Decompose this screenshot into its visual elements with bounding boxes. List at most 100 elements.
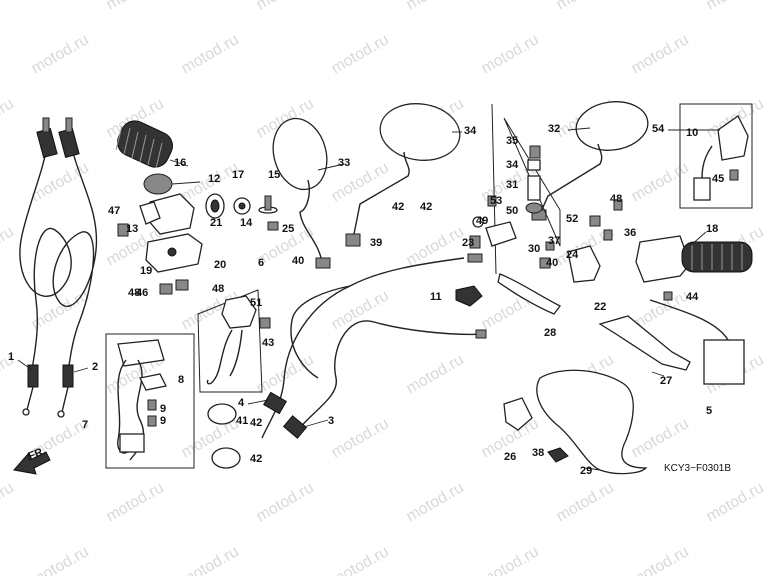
- part-label-31: 31: [506, 179, 518, 191]
- part-label-34: 34: [506, 159, 519, 171]
- watermark-text: motod.ru: [404, 351, 467, 397]
- part-label-13: 13: [126, 223, 138, 235]
- part-label-17: 17: [232, 169, 244, 181]
- watermark-text: motod.ru: [0, 0, 17, 13]
- part-label-38: 38: [532, 447, 544, 459]
- watermark-text: motod.ru: [629, 31, 692, 77]
- part-label-10: 10: [686, 127, 698, 139]
- watermark-text: motod.ru: [329, 415, 392, 461]
- watermark-text: motod.ru: [104, 0, 167, 13]
- part-label-7: 7: [82, 419, 88, 431]
- part-label-6: 6: [258, 257, 264, 269]
- watermark-text: motod.ru: [479, 31, 542, 77]
- watermark-text: motod.ru: [629, 159, 692, 205]
- part-label-53: 53: [490, 195, 502, 207]
- part-label-23: 23: [462, 237, 474, 249]
- part-label-41: 41: [236, 415, 248, 427]
- part-label-43: 43: [262, 337, 274, 349]
- watermark-text: motod.ru: [29, 31, 92, 77]
- part-label-11: 11: [430, 291, 442, 303]
- control-cables: [261, 253, 487, 439]
- part-label-1: 1: [8, 351, 14, 363]
- clutch-lever-assembly: [455, 103, 623, 315]
- mirrors: [345, 101, 649, 247]
- watermark-text: motod.ru: [704, 0, 767, 13]
- right-switch-wiring: [197, 289, 271, 469]
- watermark-text: motod.ru: [0, 95, 17, 141]
- part-label-34: 34: [464, 125, 477, 137]
- part-label-9: 9: [160, 415, 166, 427]
- part-label-8: 8: [178, 374, 184, 386]
- part-label-5: 5: [706, 405, 712, 417]
- part-label-44: 44: [686, 291, 699, 303]
- watermark-text: motod.ru: [629, 543, 692, 576]
- part-label-12: 12: [208, 173, 220, 185]
- part-label-27: 27: [660, 375, 672, 387]
- part-label-49: 49: [476, 215, 488, 227]
- part-label-14: 14: [240, 217, 253, 229]
- part-label-42: 42: [250, 453, 262, 465]
- part-label-3: 3: [328, 415, 334, 427]
- watermark-text: motod.ru: [254, 0, 317, 13]
- watermark-text: motod.ru: [554, 479, 617, 525]
- part-label-25: 25: [282, 223, 294, 235]
- part-label-52: 52: [566, 213, 578, 225]
- throttle-cables: [19, 117, 98, 418]
- part-label-33: 33: [338, 157, 350, 169]
- part-label-4: 4: [238, 397, 245, 409]
- watermark-text: motod.ru: [329, 543, 392, 576]
- diagram-code: KCY3−F0301B: [664, 463, 731, 474]
- front-direction-arrow: [13, 451, 51, 475]
- part-label-42: 42: [420, 201, 432, 213]
- part-label-37: 37: [548, 235, 560, 247]
- watermark-text: motod.ru: [29, 543, 92, 576]
- part-label-15: 15: [268, 169, 280, 181]
- watermark-text: motod.ru: [329, 287, 392, 333]
- part-label-54: 54: [652, 123, 665, 135]
- left-switch-wiring: [105, 333, 195, 469]
- watermark-text: motod.ru: [404, 479, 467, 525]
- watermark-text: motod.ru: [479, 543, 542, 576]
- watermark-text: motod.ru: [0, 479, 17, 525]
- watermark-text: motod.ru: [629, 415, 692, 461]
- part-label-22: 22: [594, 301, 606, 313]
- left-grip-assembly: [115, 120, 279, 295]
- part-label-46: 46: [136, 287, 148, 299]
- part-label-36: 36: [624, 227, 636, 239]
- watermark-text: motod.ru: [254, 479, 317, 525]
- part-label-51: 51: [250, 297, 262, 309]
- part-label-40: 40: [292, 255, 304, 267]
- watermark-text: motod.ru: [179, 31, 242, 77]
- part-label-50: 50: [506, 205, 518, 217]
- part-label-40: 40: [546, 257, 558, 269]
- watermark-text: motod.ru: [179, 543, 242, 576]
- part-label-32: 32: [548, 123, 560, 135]
- part-label-48: 48: [212, 283, 224, 295]
- part-label-19: 19: [140, 265, 152, 277]
- part-label-21: 21: [210, 217, 222, 229]
- leader-lines: [17, 127, 720, 471]
- watermark-text: motod.ru: [704, 479, 767, 525]
- part-label-39: 39: [370, 237, 382, 249]
- part-label-45: 45: [712, 173, 724, 185]
- right-grip-assembly: [598, 235, 753, 385]
- part-label-35: 35: [506, 135, 518, 147]
- part-label-9: 9: [160, 403, 166, 415]
- part-label-26: 26: [504, 451, 516, 463]
- part-label-20: 20: [214, 259, 226, 271]
- left-mirror: [272, 117, 331, 269]
- part-label-30: 30: [528, 243, 540, 255]
- part-label-48: 48: [128, 287, 140, 299]
- right-switch-box: [679, 103, 753, 209]
- part-label-24: 24: [566, 249, 579, 261]
- part-label-2: 2: [92, 361, 98, 373]
- watermark-text: motod.ru: [0, 223, 17, 269]
- part-label-42: 42: [250, 417, 262, 429]
- watermark-text: motod.ru: [404, 0, 467, 13]
- part-label-28: 28: [544, 327, 556, 339]
- watermark-text: motod.ru: [554, 0, 617, 13]
- part-label-16: 16: [174, 157, 186, 169]
